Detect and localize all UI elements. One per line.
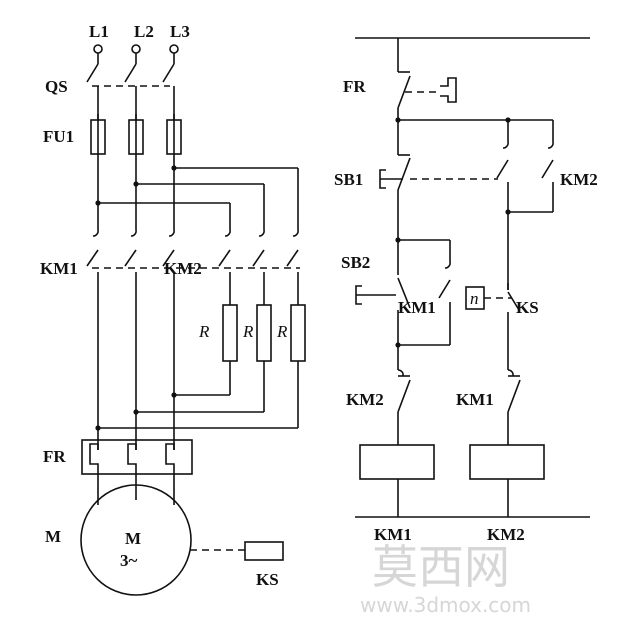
- label-r3: R: [276, 322, 288, 341]
- label-km1-coil: KM1: [374, 525, 412, 544]
- label-n: n: [470, 289, 479, 308]
- label-l3: L3: [170, 22, 190, 41]
- label-km1-ctrl: KM1: [398, 298, 436, 317]
- control-circuit: [355, 37, 590, 518]
- label-km2-interlock: KM2: [346, 390, 384, 409]
- label-motor-3: 3~: [120, 551, 138, 570]
- watermark-url: www.3dmox.com: [360, 593, 531, 617]
- fr-thermal-relay: [81, 439, 193, 505]
- km1-main-contacts: [86, 229, 175, 450]
- motor: [80, 484, 192, 596]
- labels: L1 L2 L3 QS FU1 KM1 KM2 R R R FR M M 3~ …: [40, 22, 598, 589]
- fr-nc-contact: [397, 38, 457, 120]
- label-motor-m: M: [125, 529, 141, 548]
- label-r1: R: [198, 322, 210, 341]
- label-km2-main: KM2: [164, 259, 202, 278]
- label-km1-interlock: KM1: [456, 390, 494, 409]
- watermark: 莫西网 www.3dmox.com: [360, 540, 531, 617]
- label-ks-ctrl: KS: [516, 298, 539, 317]
- km2-holding-contact: [496, 141, 554, 290]
- main-circuit: [80, 44, 306, 596]
- label-fu1: FU1: [43, 127, 74, 146]
- label-fr-ctrl: FR: [343, 77, 366, 96]
- watermark-chars: 莫西网: [372, 540, 510, 594]
- km2-main-contacts: [218, 229, 299, 305]
- label-r2: R: [242, 322, 254, 341]
- label-km1-main: KM1: [40, 259, 78, 278]
- km1-aux-contact: [395, 279, 451, 348]
- ks-speed-contact: [465, 283, 520, 370]
- label-ks-sensor: KS: [256, 570, 279, 589]
- label-sb2: SB2: [341, 253, 370, 272]
- label-sb1: SB1: [334, 170, 363, 189]
- km2-interlock-contact: [397, 345, 411, 445]
- km2-coil: [469, 444, 545, 480]
- label-qs: QS: [45, 77, 68, 96]
- label-m: M: [45, 527, 61, 546]
- label-l2: L2: [134, 22, 154, 41]
- label-l1: L1: [89, 22, 109, 41]
- km2-tap-wires: [95, 165, 299, 230]
- km1-coil: [359, 444, 435, 480]
- qs-switch: [86, 63, 175, 120]
- terminal-l3: [169, 44, 179, 54]
- sb1-stop-button: [379, 120, 498, 240]
- sb2-button: [355, 240, 411, 345]
- label-km2-coil: KM2: [487, 525, 525, 544]
- ks-sensor-box: [244, 541, 284, 561]
- terminal-l1: [93, 44, 103, 54]
- resistors: [95, 304, 306, 431]
- label-fr-main: FR: [43, 447, 66, 466]
- label-km2-hold: KM2: [560, 170, 598, 189]
- km1-interlock-contact: [507, 369, 521, 445]
- terminal-l2: [131, 44, 141, 54]
- fu1-fuses: [90, 114, 182, 160]
